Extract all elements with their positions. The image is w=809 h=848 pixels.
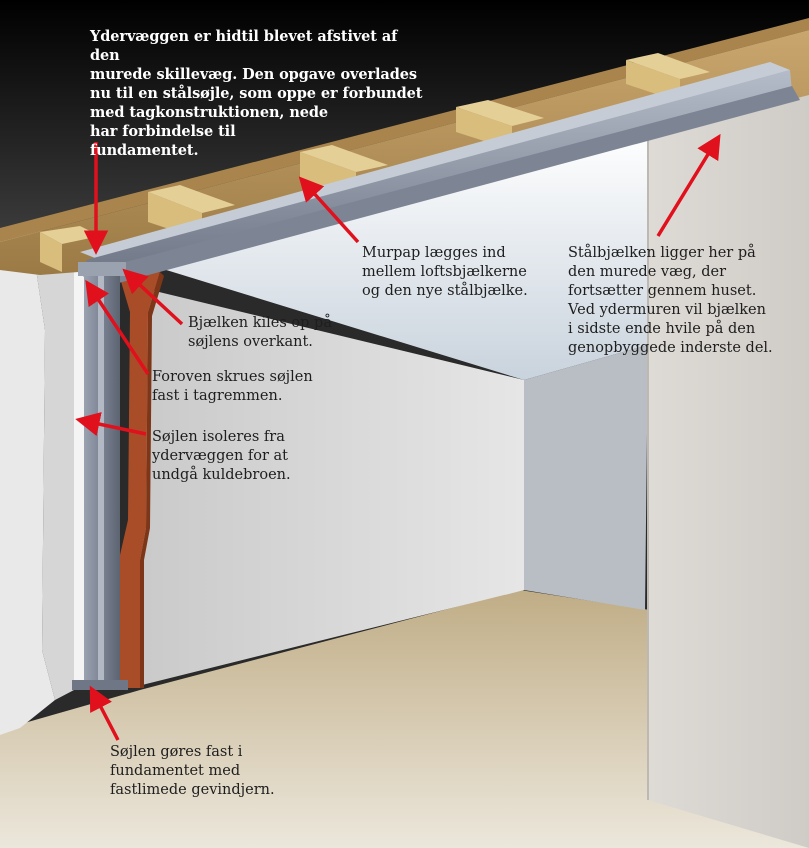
steel-beam bbox=[80, 62, 800, 288]
floor bbox=[0, 590, 809, 848]
ceiling-board bbox=[0, 18, 809, 242]
joist-4 bbox=[626, 53, 710, 79]
annotation-top: Ydervæggen er hidtil blevet afstivet af … bbox=[90, 28, 423, 159]
annotation-murpap: Murpap lægges ind mellem loftsbjælkerne … bbox=[362, 245, 528, 299]
joist-1 bbox=[148, 185, 235, 213]
annotation-kiles: Bjælken kiles op på søjlens overkant. bbox=[188, 315, 332, 350]
joist-0-face bbox=[40, 232, 62, 272]
column-head-plate bbox=[78, 262, 126, 276]
annotation-foroven: Foroven skrues søjlen fast i tagremmen. bbox=[152, 369, 313, 404]
column-foot-plate bbox=[72, 680, 128, 690]
joist-2 bbox=[300, 145, 388, 172]
left-side-wall bbox=[130, 285, 524, 688]
right-wall bbox=[648, 82, 809, 848]
insulation-strip bbox=[74, 250, 84, 690]
left-exterior-wall bbox=[0, 228, 55, 735]
annotation-isoleres: Søjlen isoleres fra ydervæggen for at un… bbox=[152, 429, 291, 483]
brick-wall-strip bbox=[120, 272, 160, 688]
back-wall bbox=[524, 345, 648, 610]
back-ceiling bbox=[150, 130, 650, 380]
arrow-kiles bbox=[122, 268, 184, 326]
arrow-fundament bbox=[89, 685, 120, 741]
annotation-fundament: Søjlen gøres fast i fundamentet med fast… bbox=[110, 744, 275, 798]
arrows bbox=[75, 133, 721, 741]
arrow-murpap bbox=[298, 176, 360, 244]
annotation-staalbjaelke: Stålbjælken ligger her på den murede væg… bbox=[568, 245, 773, 356]
left-exterior-wall-inner bbox=[30, 228, 74, 700]
joist-3 bbox=[456, 100, 544, 126]
arrow-staalbjaelke bbox=[656, 133, 721, 237]
arrow-isoleres bbox=[75, 412, 147, 437]
ceiling-dark-area bbox=[0, 0, 809, 228]
arrow-foroven bbox=[85, 279, 150, 375]
steel-column-flange bbox=[98, 272, 104, 688]
steel-beam-bottom-flange bbox=[80, 86, 800, 288]
brick-wall-edge bbox=[140, 272, 164, 688]
steel-beam-top-flange bbox=[80, 62, 790, 260]
steel-column bbox=[72, 262, 128, 690]
ceiling-timber-plane bbox=[0, 30, 809, 275]
